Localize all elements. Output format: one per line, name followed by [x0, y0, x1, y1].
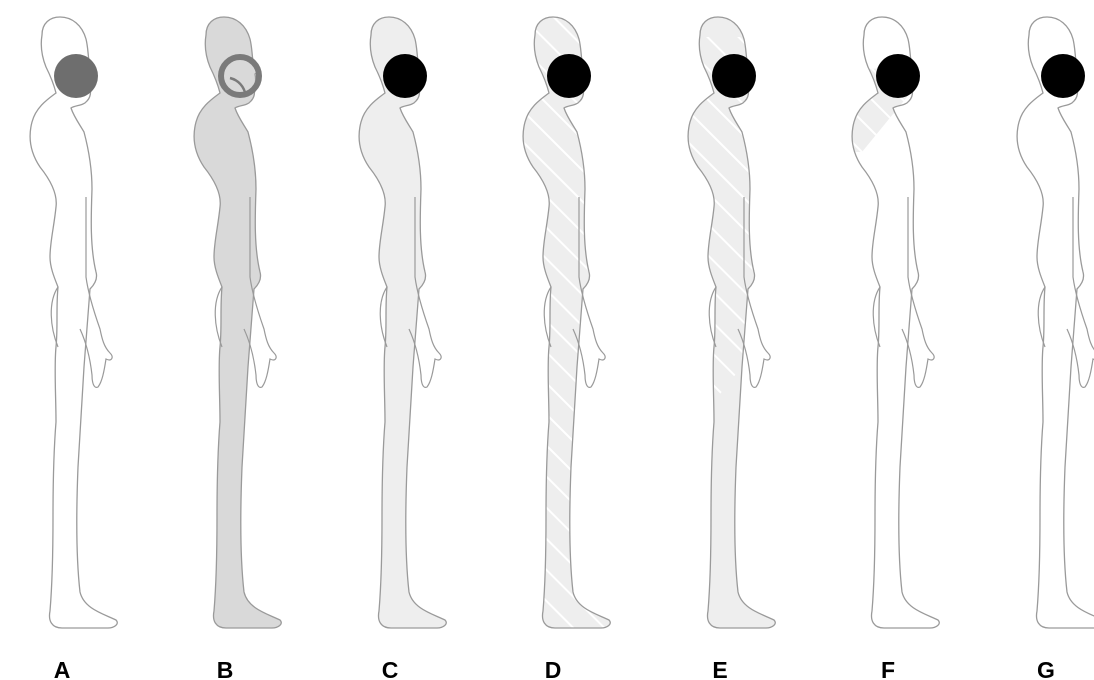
figure-panel-f: [830, 7, 970, 647]
panel-label-d: D: [545, 657, 562, 680]
neck-disc: [383, 54, 427, 98]
panel-label-g: G: [1037, 657, 1055, 680]
body-silhouette: [359, 17, 446, 628]
neck-disc: [54, 54, 98, 98]
body-silhouette: [194, 17, 281, 628]
body-silhouette: [30, 17, 117, 628]
panel-label-f: F: [881, 657, 895, 680]
figure-panel-b: [194, 17, 281, 628]
figure-panel-g: [1017, 17, 1094, 628]
body-outline: [1017, 17, 1094, 628]
panel-label-c: C: [382, 657, 399, 680]
neck-disc: [876, 54, 920, 98]
neck-disc: [1041, 54, 1085, 98]
body-outline: [30, 17, 117, 628]
hatched-region: [501, 7, 641, 647]
hatched-region: [666, 7, 806, 647]
hatched-region: [830, 7, 970, 647]
body-silhouette: [1017, 17, 1094, 628]
panel-label-b: B: [217, 657, 234, 680]
neck-disc: [547, 54, 591, 98]
panel-label-a: A: [54, 657, 71, 680]
figure-panel-a: [30, 17, 117, 628]
figure-panel-e: [666, 7, 806, 647]
neck-disc: [712, 54, 756, 98]
figure-panel-c: [359, 17, 446, 628]
panel-label-e: E: [712, 657, 727, 680]
figure-panel-d: [501, 7, 641, 647]
